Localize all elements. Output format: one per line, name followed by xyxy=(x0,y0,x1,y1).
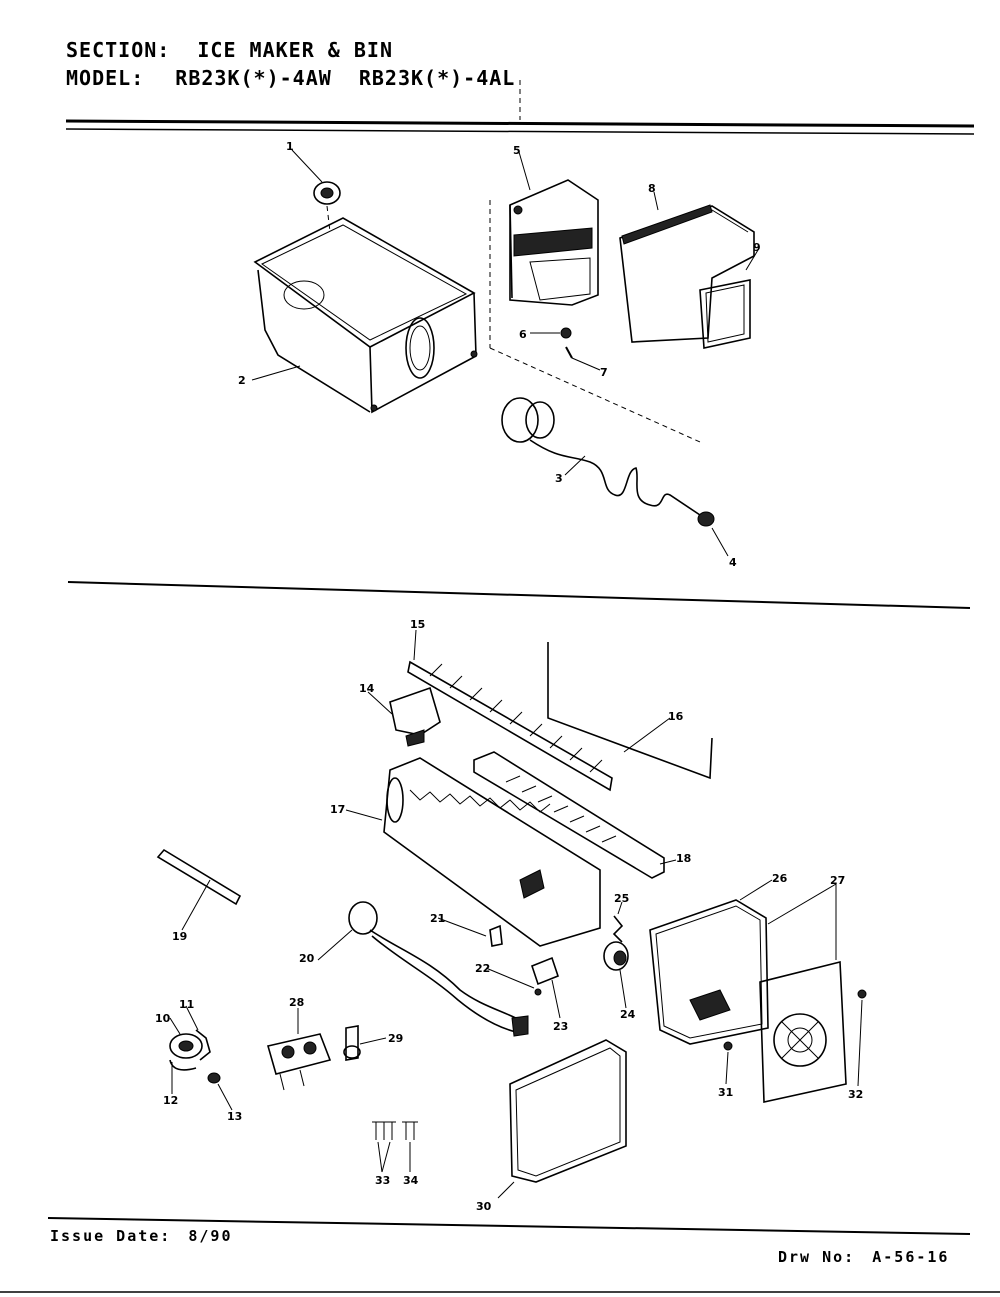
part-28-thermostat xyxy=(266,1033,332,1091)
callout-7: 7 xyxy=(600,366,608,379)
part-2-ice-bin xyxy=(253,217,478,414)
callout-30: 30 xyxy=(476,1200,492,1213)
part-13-fitting xyxy=(207,1072,221,1084)
issue-value: 8/90 xyxy=(188,1227,233,1245)
model-value-2: RB23K(*)-4AL xyxy=(358,66,516,90)
footer-rule xyxy=(47,1217,971,1235)
callout-22: 22 xyxy=(475,962,490,975)
part-21-clip xyxy=(489,924,503,947)
callout-18: 18 xyxy=(676,852,691,865)
part-22-screw xyxy=(534,988,542,996)
callout-9: 9 xyxy=(753,241,761,254)
callout-16: 16 xyxy=(668,710,684,723)
callout-1: 1 xyxy=(286,140,294,153)
part-4-plug xyxy=(697,511,715,527)
callout-19: 19 xyxy=(172,930,187,943)
callout-23: 23 xyxy=(553,1020,568,1033)
part-34-terminals xyxy=(402,1121,418,1140)
callout-14: 14 xyxy=(359,682,375,695)
part-27-cover xyxy=(759,960,847,1103)
callout-15: 15 xyxy=(410,618,425,631)
part-24-gear xyxy=(603,941,629,971)
part-30-cover xyxy=(509,1039,627,1183)
section-label: SECTION: xyxy=(66,38,171,62)
part-26-housing xyxy=(649,899,769,1045)
part-9-gasket xyxy=(699,279,751,349)
issue-label: Issue Date: xyxy=(50,1227,172,1245)
part-11-clip xyxy=(195,1029,211,1061)
callout-12: 12 xyxy=(163,1094,178,1107)
callout-29: 29 xyxy=(388,1032,403,1045)
header-rule-top xyxy=(65,119,975,128)
top-leaders xyxy=(251,149,759,557)
callout-21: 21 xyxy=(430,912,445,925)
part-25-spring xyxy=(612,915,624,943)
part-3-heater-wire xyxy=(501,397,701,516)
callout-5: 5 xyxy=(513,144,521,157)
part-20-harness xyxy=(348,901,529,1037)
part-17-mold xyxy=(383,757,601,947)
part-10-valve xyxy=(169,1033,203,1059)
callout-24: 24 xyxy=(620,1008,636,1021)
header-rule-bottom xyxy=(65,128,975,135)
part-1-nut xyxy=(313,181,341,233)
part-23-bracket xyxy=(531,956,559,986)
callout-28: 28 xyxy=(289,996,304,1009)
callout-31: 31 xyxy=(718,1086,733,1099)
part-33-terminals xyxy=(372,1121,396,1140)
section-value: ICE MAKER & BIN xyxy=(197,38,393,62)
part-18-stripper xyxy=(473,751,665,879)
callout-10: 10 xyxy=(155,1012,171,1025)
callout-labels: 1 2 3 4 5 6 7 8 9 10 11 12 13 14 15 16 1… xyxy=(155,140,863,1213)
callout-13: 13 xyxy=(227,1110,242,1123)
model-title: MODEL: RB23K(*)-4AW RB23K(*)-4AL xyxy=(66,66,515,90)
section-divider xyxy=(67,581,971,609)
callout-32: 32 xyxy=(848,1088,863,1101)
callout-8: 8 xyxy=(648,182,656,195)
section-title: SECTION: ICE MAKER & BIN xyxy=(66,38,393,62)
callout-6: 6 xyxy=(519,328,527,341)
part-12-tube xyxy=(169,1059,197,1071)
drawing-label: Drw No: xyxy=(778,1248,856,1266)
drawing-value: A-56-16 xyxy=(872,1248,950,1266)
model-label: MODEL: xyxy=(66,66,145,90)
part-14-bracket xyxy=(389,686,441,747)
callout-17: 17 xyxy=(330,803,345,816)
callout-11: 11 xyxy=(179,998,194,1011)
model-value-1: RB23K(*)-4AW xyxy=(175,66,332,90)
bottom-leaders xyxy=(169,629,863,1199)
callout-33: 33 xyxy=(375,1174,390,1187)
part-31-screw xyxy=(723,1041,733,1051)
part-8-duct xyxy=(619,204,755,343)
part-6-screw xyxy=(560,327,572,339)
callout-4: 4 xyxy=(729,556,737,569)
callout-27: 27 xyxy=(830,874,845,887)
part-19-fill-cup xyxy=(156,848,242,906)
callout-3: 3 xyxy=(555,472,563,485)
callout-25: 25 xyxy=(614,892,629,905)
callout-20: 20 xyxy=(299,952,315,965)
part-5-chute xyxy=(509,179,599,306)
callout-34: 34 xyxy=(403,1174,419,1187)
issue-date: Issue Date: 8/90 xyxy=(50,1227,233,1245)
part-7-clip xyxy=(565,346,573,359)
callout-26: 26 xyxy=(772,872,788,885)
part-32-screw xyxy=(857,989,867,999)
guide-line-b xyxy=(489,347,701,443)
part-15-ejector xyxy=(407,660,613,792)
callout-2: 2 xyxy=(238,374,246,387)
drawing-number: Drw No: A-56-16 xyxy=(778,1248,949,1266)
part-29-switch xyxy=(343,1025,361,1061)
